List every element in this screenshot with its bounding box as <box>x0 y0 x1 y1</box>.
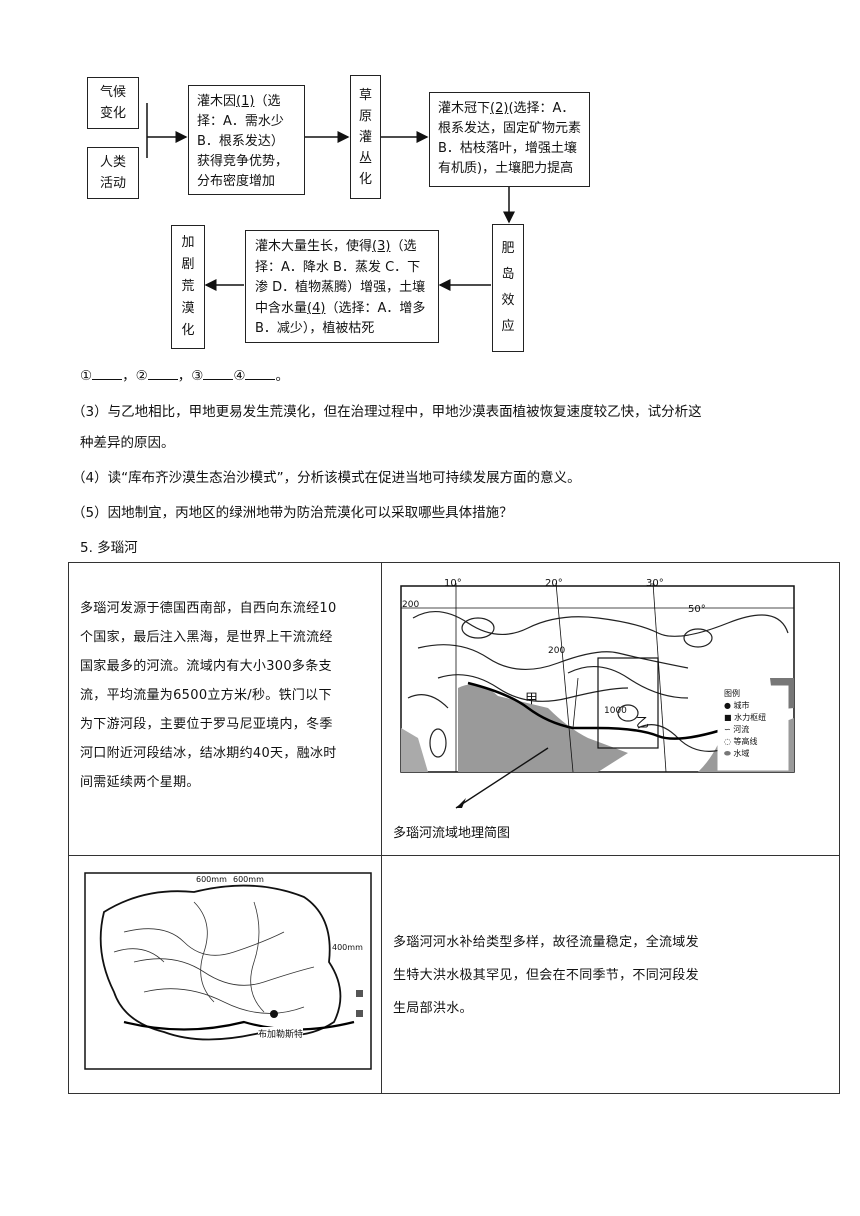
fertile-island-box: 肥岛效应 <box>492 224 524 352</box>
growth-options-b: （选择：A．增多 B．减少），植被枯死 <box>255 300 426 337</box>
climate-change-box: 气候 变化 <box>87 77 139 129</box>
question-3-line-1: （3）与乙地相比，甲地更易发生荒漠化，但在治理过程中，甲地沙漠表面植被恢复速度较… <box>72 404 702 420</box>
shrub-reason-prefix: 灌木因 <box>197 94 237 109</box>
danube-basin-map <box>400 582 795 809</box>
lon-10-label: 10° <box>444 578 462 589</box>
contour-icon: ◌ <box>724 737 731 746</box>
isohyet-400-label: 400mm <box>332 943 363 952</box>
grassland-shrub-label: 草原灌丛化 <box>358 87 372 187</box>
canopy-box: 灌木冠下(2)(选择：A．根系发达，固定矿物元素 B．枯枝落叶，增强土壤有机质)… <box>429 92 590 187</box>
canopy-options: (选择：A．根系发达，固定矿物元素 B．枯枝落叶，增强土壤有机质)，土壤肥力提高 <box>438 101 582 176</box>
answer-4-marker: ④ <box>233 368 246 384</box>
flow-arrows <box>146 103 515 291</box>
blank-3-label: (3) <box>372 239 391 254</box>
shrub-growth-box: 灌木大量生长，使得(3)（选择：A．降水 B．蒸发 C．下渗 D．植物蒸腾）增强… <box>245 230 439 343</box>
growth-options-a: （选择：A．降水 B．蒸发 C．下渗 D．植物蒸腾）增强，土壤中含水量 <box>255 239 426 316</box>
intro-line: 个国家，最后注入黑海，是世界上干流流经 <box>80 630 333 645</box>
blank-1-label: (1) <box>236 94 255 109</box>
legend-river: 河流 <box>733 725 750 734</box>
human-activity-label: 人类 活动 <box>99 155 126 191</box>
flood-text: 多瑙河河水补给类型多样，故径流量稳定，全流域发 生特大洪水极其罕见，但会在不同季… <box>393 926 833 1025</box>
answer-2-marker: ，② <box>122 368 148 384</box>
flood-line: 多瑙河河水补给类型多样，故径流量稳定，全流域发 <box>393 935 699 950</box>
intro-line: 间需延续两个星期。 <box>80 775 200 790</box>
question-4: （4）读“库布齐沙漠生态治沙模式”，分析该模式在促进当地可持续发展方面的意义。 <box>72 470 581 486</box>
water-icon: ⬬ <box>724 749 731 758</box>
answer-4-blank[interactable] <box>245 367 276 380</box>
contour-1000-label: 1000 <box>604 706 627 716</box>
map-caption: 多瑙河流域地理简图 <box>393 826 511 841</box>
intro-line: 为下游河段，主要位于罗马尼亚境内，冬季 <box>80 717 333 732</box>
grassland-shrub-box: 草原灌丛化 <box>350 75 381 199</box>
contour-200-label: 200 <box>402 600 420 610</box>
canopy-prefix: 灌木冠下 <box>438 101 491 116</box>
answer-end: 。 <box>275 368 289 384</box>
desertification-box: 加剧荒漠化 <box>171 225 205 349</box>
lat-50-label: 50° <box>688 604 706 615</box>
table-cell-flood-text <box>381 855 840 1094</box>
desertification-label: 加剧荒漠化 <box>181 235 195 338</box>
isohyet-600-label: 600mm <box>196 875 227 884</box>
intro-line: 流，平均流量为6500立方米/秒。铁门以下 <box>80 688 332 703</box>
answer-2-blank[interactable] <box>147 367 178 380</box>
question-3-line-2: 种差异的原因。 <box>80 435 175 451</box>
site-jia-label: 甲 <box>525 692 539 707</box>
answer-blanks-line: ① ，② ，③ ④ 。 <box>80 365 289 387</box>
bucharest-label: 布加勒斯特 <box>258 1027 304 1040</box>
answer-1-marker: ① <box>80 368 93 384</box>
contour-200-label: 200 <box>548 646 566 656</box>
lon-20-label: 20° <box>545 578 563 589</box>
hydro-icon: ■ <box>724 713 732 722</box>
answer-3-blank[interactable] <box>203 367 234 380</box>
growth-prefix: 灌木大量生长，使得 <box>255 239 373 254</box>
map-legend: 图例 ● 城市 ■ 水力枢纽 ∽ 河流 ◌ 等高线 ⬬ 水域 <box>724 688 766 760</box>
answer-1-blank[interactable] <box>92 367 123 380</box>
fertile-island-label: 肥岛效应 <box>501 241 515 334</box>
legend-contour: 等高线 <box>733 737 758 746</box>
danube-intro-text: 多瑙河发源于德国西南部，自西向东流经10 个国家，最后注入黑海，是世界上干流流经… <box>80 594 375 797</box>
flood-line: 生局部洪水。 <box>393 1001 473 1016</box>
question-5: （5）因地制宜，丙地区的绿洲地带为防治荒漠化可以采取哪些具体措施？ <box>72 505 513 521</box>
blank-4-label: (4) <box>307 300 326 316</box>
site-yi-label: 乙 <box>636 716 650 731</box>
legend-title: 图例 <box>724 689 740 698</box>
river-icon: ∽ <box>724 725 731 734</box>
section-5-heading: 5. 多瑙河 <box>80 540 138 556</box>
intro-line: 多瑙河发源于德国西南部，自西向东流经10 <box>80 601 337 616</box>
answer-3-marker: ，③ <box>177 368 204 384</box>
romania-rainfall-map <box>84 872 372 1070</box>
intro-line: 河口附近河段结冰，结冰期约40天，融冰时 <box>80 746 337 761</box>
climate-change-label: 气候 变化 <box>99 85 126 121</box>
legend-hydro: 水力枢纽 <box>734 713 767 722</box>
legend-water: 水域 <box>733 749 750 758</box>
city-icon: ● <box>724 701 731 710</box>
shrub-reason-options: （选择：A．需水少 B．根系发达）获得竞争优势，分布密度增加 <box>197 94 289 189</box>
human-activity-box: 人类 活动 <box>87 147 139 199</box>
isohyet-600-label: 600mm <box>233 875 264 884</box>
intro-line: 国家最多的河流。流域内有大小300多条支 <box>80 659 332 674</box>
blank-2-label: (2) <box>490 101 509 116</box>
flood-line: 生特大洪水极其罕见，但会在不同季节，不同河段发 <box>393 968 699 983</box>
legend-city: 城市 <box>733 701 750 710</box>
lon-30-label: 30° <box>646 578 664 589</box>
shrub-reason-box: 灌木因(1)（选择：A．需水少 B．根系发达）获得竞争优势，分布密度增加 <box>188 85 305 195</box>
